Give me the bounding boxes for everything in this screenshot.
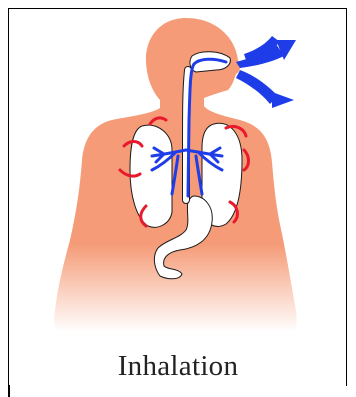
diagram-caption: Inhalation [0, 352, 356, 381]
incoming-air-arrows-icon [236, 36, 296, 108]
